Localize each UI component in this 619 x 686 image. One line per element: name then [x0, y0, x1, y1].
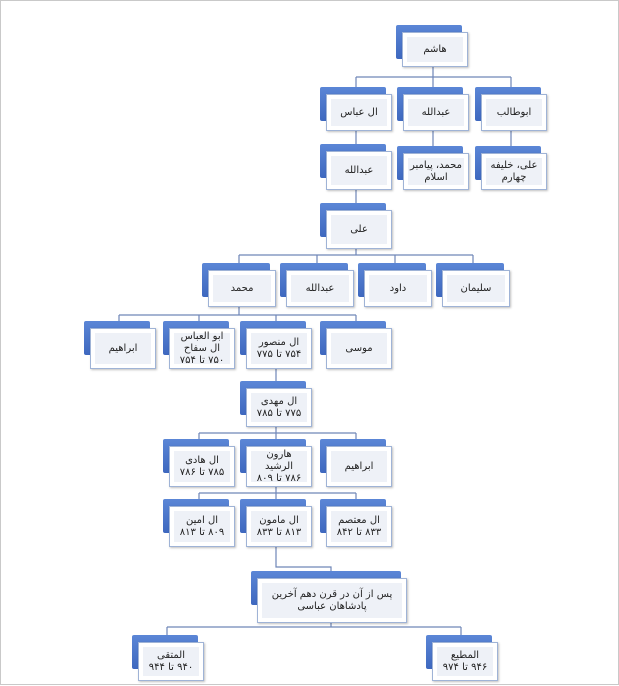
node-harun-line2: الرشید — [265, 460, 293, 472]
node-mottaqi: المتقی ۹۴۰ تا ۹۴۴ — [132, 635, 204, 681]
node-soleiman: سلیمان — [436, 263, 510, 307]
node-mahdi-line1: ال مهدی — [260, 395, 298, 407]
node-later-line1: پس از آن در قرن دهم آخرین — [271, 588, 393, 600]
node-mohammad-prophet: محمد، پیامبر اسلام — [397, 146, 469, 190]
node-abutaleb-label: ابوطالب — [496, 106, 532, 118]
node-mohammad-prophet-line2: اسلام — [424, 171, 448, 183]
node-saffah: ابو العباس ال سفاح ۷۵۰ تا ۷۵۴ — [163, 321, 235, 369]
node-amin: ال امین ۸۰۹ تا ۸۱۳ — [163, 499, 235, 547]
node-abdullah-3-label: عبدالله — [305, 282, 335, 294]
node-amin-line2: ۸۰۹ تا ۸۱۳ — [179, 526, 225, 538]
node-hashem-label: هاشم — [423, 43, 447, 55]
node-mohammad-prophet-line1: محمد، پیامبر — [410, 159, 462, 171]
node-ali-label: علی — [350, 223, 368, 235]
node-mamun-line2: ۸۱۳ تا ۸۳۳ — [256, 526, 302, 538]
node-moti-line2: ۹۴۶ تا ۹۷۴ — [442, 661, 488, 673]
node-abbas: ال عباس — [320, 87, 392, 131]
node-ali-caliph-line2: چهارم — [501, 171, 527, 183]
node-mamun: ال مامون ۸۱۳ تا ۸۳۳ — [240, 499, 312, 547]
node-mahdi-line2: ۷۷۵ تا ۷۸۵ — [256, 407, 302, 419]
node-ebrahim-2: ابراهیم — [320, 439, 392, 487]
node-mousa: موسی — [320, 321, 392, 369]
node-abdullah-1-label: عبدالله — [421, 106, 451, 118]
node-mamun-line1: ال مامون — [259, 514, 299, 526]
node-mohammad-label: محمد — [230, 282, 254, 294]
node-moti-line1: المطیع — [450, 649, 480, 661]
node-mohammad: محمد — [202, 263, 276, 307]
node-soleiman-label: سلیمان — [460, 282, 492, 294]
node-davood: داود — [358, 263, 432, 307]
node-davood-label: داود — [389, 282, 407, 294]
node-ali-caliph: علی، خلیفه چهارم — [475, 146, 547, 190]
node-abdullah-2: عبدالله — [320, 144, 392, 190]
node-mansour-line1: ال منصور — [258, 336, 300, 348]
node-mansour: ال منصور ۷۵۴ تا ۷۷۵ — [240, 321, 312, 369]
node-abdullah-1: عبدالله — [397, 87, 469, 131]
node-harun-line1: هارون — [266, 448, 292, 460]
node-mansour-line2: ۷۵۴ تا ۷۷۵ — [256, 348, 302, 360]
node-hashem: هاشم — [396, 25, 468, 67]
node-abdullah-3: عبدالله — [280, 263, 354, 307]
node-later-line2: پادشاهان عباسی — [297, 600, 367, 612]
node-motasem-line1: ال معتصم — [338, 514, 380, 526]
node-mottaqi-line1: المتقی — [156, 649, 186, 661]
node-moti: المطیع ۹۴۶ تا ۹۷۴ — [426, 635, 498, 681]
node-amin-line1: ال امین — [186, 514, 218, 526]
node-mottaqi-line2: ۹۴۰ تا ۹۴۴ — [148, 661, 194, 673]
node-motasem: ال معتصم ۸۳۳ تا ۸۴۲ — [320, 499, 392, 547]
node-ali: علی — [320, 203, 392, 249]
node-saffah-line2: ال سفاح — [183, 342, 221, 354]
node-ebrahim-1: ابراهیم — [84, 321, 156, 369]
node-hadi-line1: ال هادی — [185, 454, 219, 466]
node-harun: هارون الرشید ۷۸۶ تا ۸۰۹ — [240, 439, 312, 487]
node-saffah-line1: ابو العباس — [180, 330, 224, 342]
node-abutaleb: ابوطالب — [475, 87, 547, 131]
node-ebrahim-2-label: ابراهیم — [344, 460, 374, 472]
node-saffah-line3: ۷۵۰ تا ۷۵۴ — [179, 354, 225, 366]
node-hadi: ال هادی ۷۸۵ تا ۷۸۶ — [163, 439, 235, 487]
node-abbas-label: ال عباس — [340, 106, 378, 118]
node-later-abbasids: پس از آن در قرن دهم آخرین پادشاهان عباسی — [251, 571, 407, 623]
node-hadi-line2: ۷۸۵ تا ۷۸۶ — [179, 466, 225, 478]
node-mousa-label: موسی — [345, 342, 373, 354]
node-ali-caliph-line1: علی، خلیفه — [490, 159, 538, 171]
node-mahdi: ال مهدی ۷۷۵ تا ۷۸۵ — [240, 381, 312, 427]
node-ebrahim-1-label: ابراهیم — [108, 342, 138, 354]
node-abdullah-2-label: عبدالله — [344, 164, 374, 176]
node-harun-line3: ۷۸۶ تا ۸۰۹ — [256, 472, 302, 484]
node-motasem-line2: ۸۳۳ تا ۸۴۲ — [336, 526, 382, 538]
